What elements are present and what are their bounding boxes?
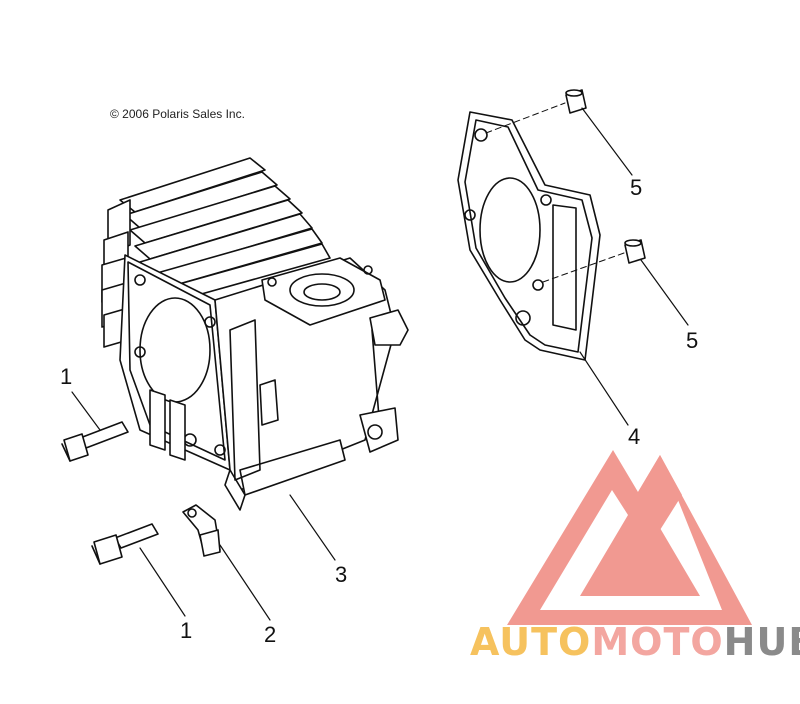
hose-clamp-illustration [182, 504, 221, 557]
alignment-lines [485, 102, 625, 283]
logo-text-hub: HUB [723, 620, 800, 664]
logo-text-moto: MOTO [591, 620, 724, 664]
head-gasket-illustration [457, 111, 601, 361]
dowel-pin-lower-illustration [624, 239, 646, 264]
logo-text-auto: AUTO [470, 620, 592, 664]
callout-gasket: 4 [628, 424, 641, 449]
dowel-pin-upper-illustration [565, 89, 587, 114]
cylinder-illustration [101, 157, 409, 511]
flange-bolt-upper-illustration [61, 421, 129, 462]
callout-dowel-upper: 5 [630, 175, 643, 200]
callout-bolt-lower: 1 [180, 618, 193, 643]
callout-clamp: 2 [264, 622, 277, 647]
callout-dowel-lower: 5 [686, 328, 699, 353]
callout-bolt-upper: 1 [60, 364, 73, 389]
flange-bolt-lower-illustration [91, 523, 159, 565]
automotohub-logo-mark [507, 450, 752, 625]
callout-cylinder: 3 [335, 562, 348, 587]
copyright-notice: © 2006 Polaris Sales Inc. [110, 107, 245, 121]
automotohub-logo-text: AUTOMOTOHUB [470, 620, 800, 664]
leader-lines [71, 107, 689, 621]
